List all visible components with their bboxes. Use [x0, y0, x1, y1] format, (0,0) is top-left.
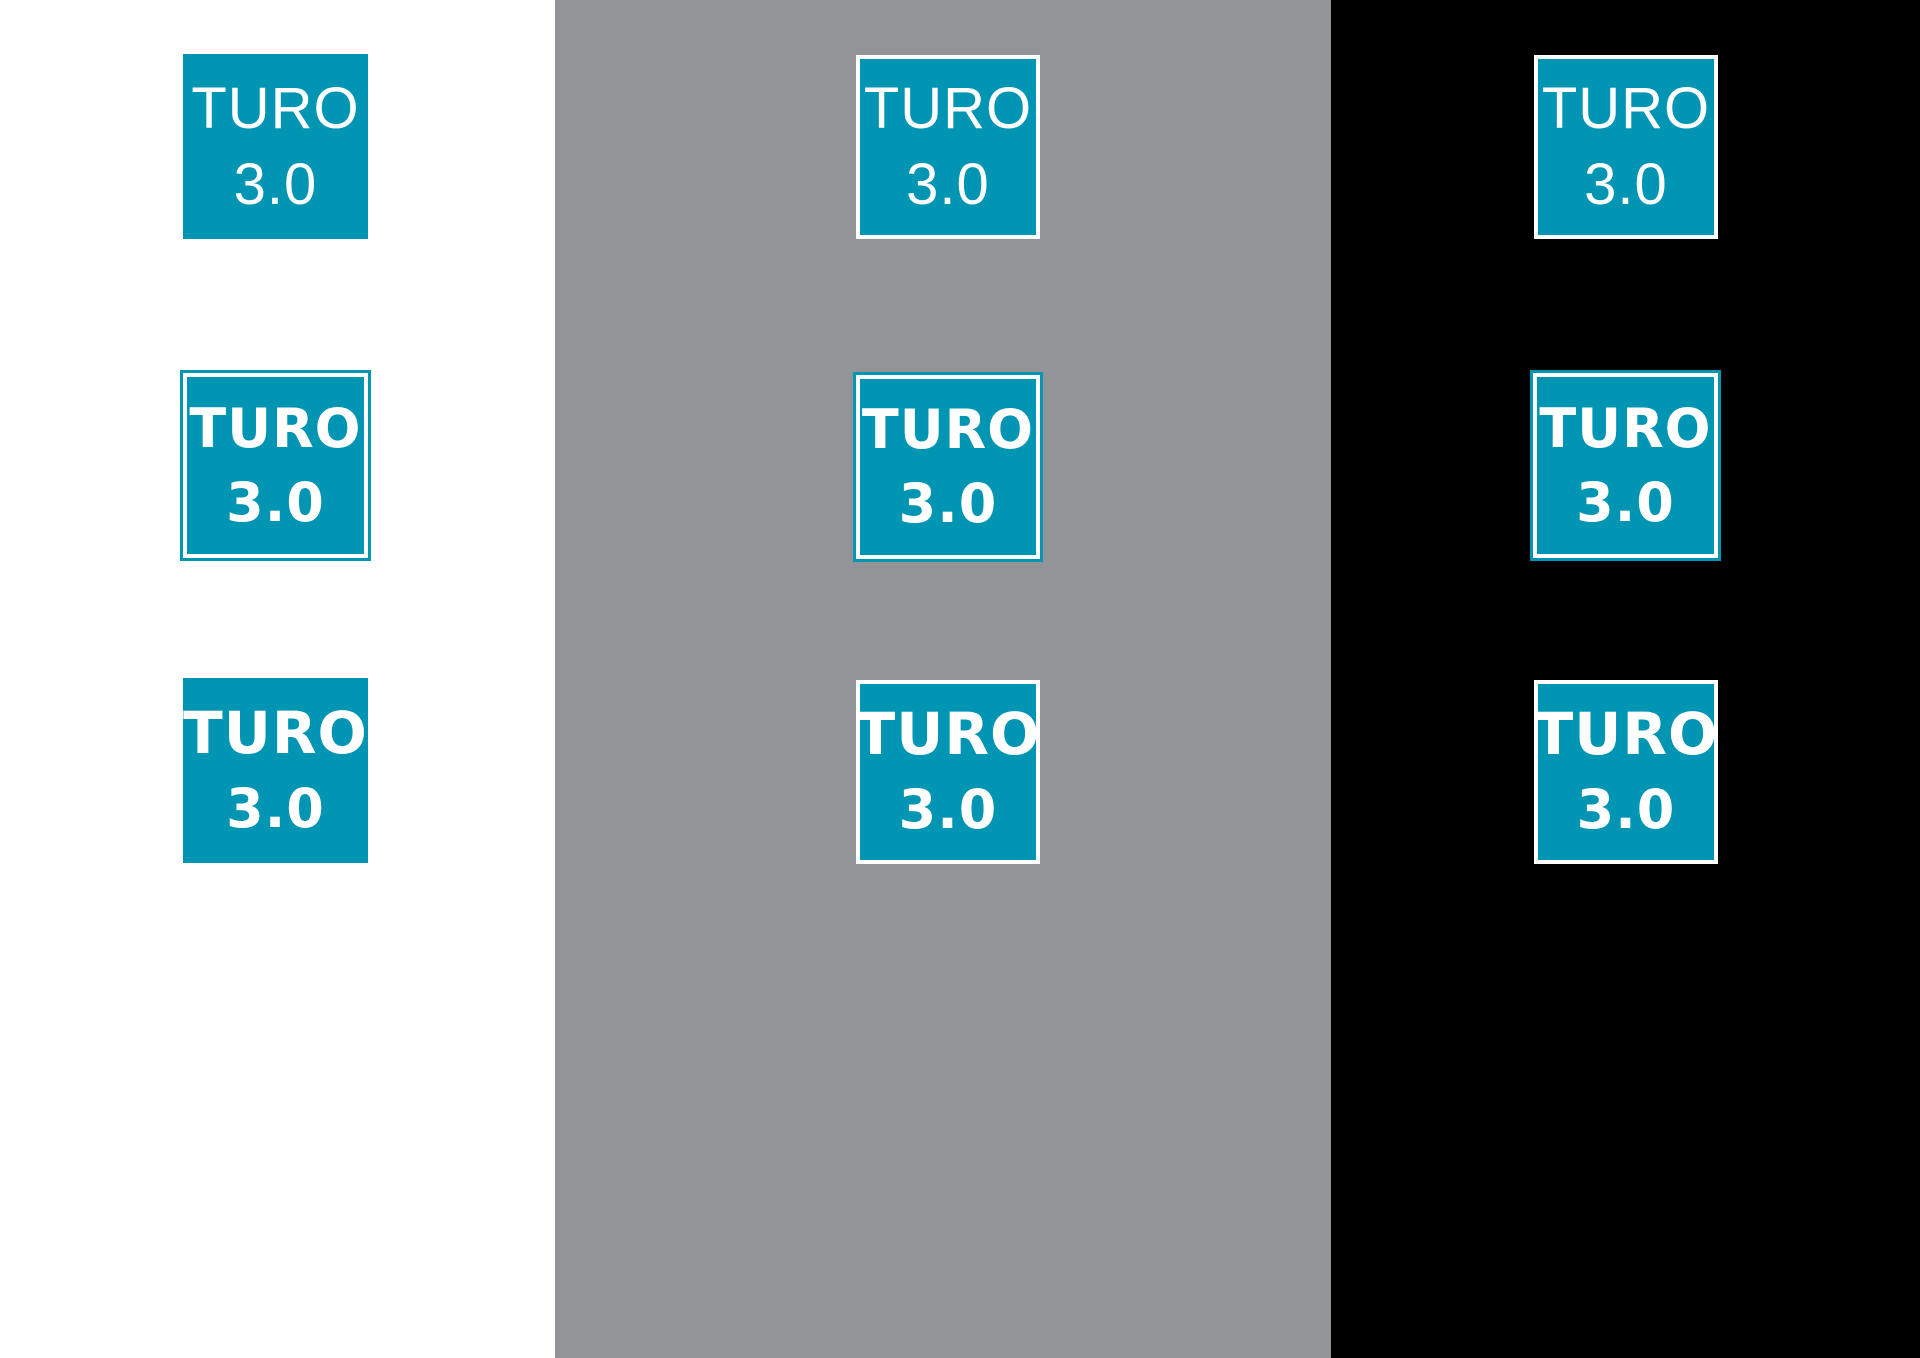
logo-text-line1: TURO — [189, 396, 362, 460]
turo-logo-thin-white-border: TURO 3.0 — [1534, 55, 1718, 239]
logo-text-line2: 3.0 — [226, 470, 325, 534]
turo-logo-bold-white-border: TURO 3.0 — [1534, 680, 1718, 864]
logo-text-line1: TURO — [191, 75, 360, 141]
black-background-panel: TURO 3.0 TURO 3.0 TURO 3.0 — [1331, 0, 1920, 1358]
logo-text-line2: 3.0 — [898, 472, 998, 535]
logo-text-line1: TURO — [183, 698, 368, 767]
logo-text-line2: 3.0 — [233, 151, 318, 217]
turo-logo-bold-framed: TURO 3.0 — [853, 372, 1043, 562]
logo-text-line1: TURO — [1541, 76, 1711, 141]
logo-text-line1: TURO — [855, 700, 1041, 768]
turo-logo-bold: TURO 3.0 — [183, 678, 368, 863]
logo-text-line1: TURO — [863, 76, 1033, 141]
logo-text-line2: 3.0 — [1576, 470, 1675, 534]
turo-logo-bold-framed: TURO 3.0 — [1530, 370, 1721, 561]
logo-text-line1: TURO — [1539, 396, 1712, 460]
turo-logo-bold-white-border: TURO 3.0 — [856, 680, 1040, 864]
gray-background-panel: TURO 3.0 TURO 3.0 TURO 3.0 — [555, 0, 1331, 1358]
logo-text-line1: TURO — [1533, 700, 1719, 768]
turo-logo-bold-framed: TURO 3.0 — [180, 370, 371, 561]
logo-text-line2: 3.0 — [226, 776, 325, 840]
logo-text-line2: 3.0 — [1584, 152, 1668, 217]
logo-text-line1: TURO — [861, 398, 1035, 461]
logo-text-line2: 3.0 — [1576, 778, 1676, 841]
turo-logo-thin-white-border: TURO 3.0 — [856, 55, 1040, 239]
logo-text-line2: 3.0 — [898, 778, 998, 841]
logo-text-line2: 3.0 — [906, 152, 990, 217]
turo-logo-thin: TURO 3.0 — [183, 54, 368, 239]
white-background-panel: TURO 3.0 TURO 3.0 TURO 3.0 — [0, 0, 555, 1358]
